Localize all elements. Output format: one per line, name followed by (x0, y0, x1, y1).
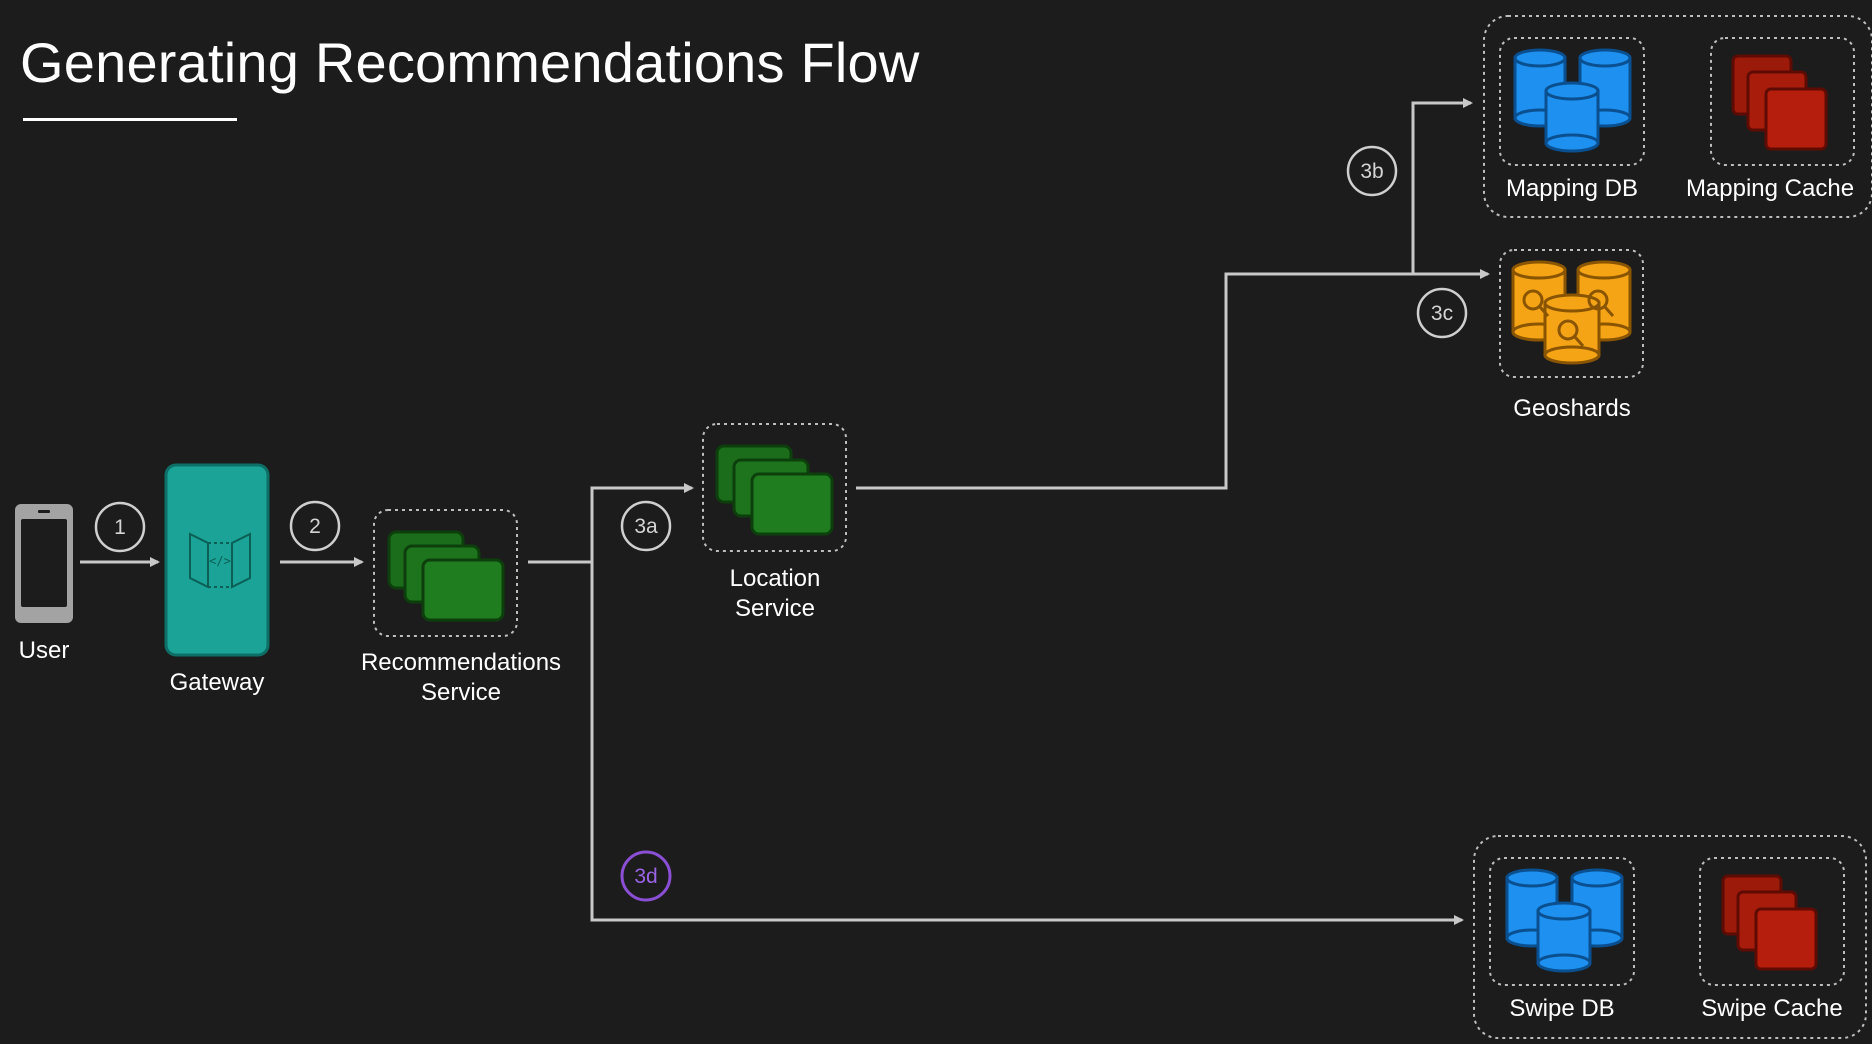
swipe-db-label: Swipe DB (1509, 995, 1615, 1022)
server-stack-icon (387, 530, 505, 622)
mapping-db-frame (1499, 37, 1645, 166)
geoshards-frame (1499, 249, 1644, 378)
mapping-cache-label: Mapping Cache (1685, 175, 1855, 202)
arrow-recommendations-location (528, 483, 694, 564)
database-cluster-icon (1513, 48, 1632, 153)
mobile-phone-icon (15, 504, 73, 623)
svg-text:</>: </> (209, 554, 231, 568)
svg-text:3c: 3c (1431, 302, 1453, 325)
swipe-group-frame (1473, 835, 1867, 1039)
svg-text:3d: 3d (634, 865, 657, 888)
database-cluster-icon (1505, 868, 1624, 973)
title-underline (23, 118, 237, 121)
arrow-location-mapping (1411, 98, 1473, 274)
mapping-cache-frame (1710, 37, 1855, 166)
gateway-label: Gateway (169, 669, 265, 696)
location-service-label-line1: Location (729, 565, 821, 592)
cache-stack-icon (1731, 54, 1828, 151)
step-badge-3c: 3c (1416, 287, 1468, 339)
swipe-db-frame (1489, 857, 1635, 986)
api-gateway-icon: </> (164, 463, 270, 657)
location-service-label-line2: Service (734, 595, 816, 622)
recommendations-service-label-line2: Service (420, 679, 502, 706)
location-service-label: Location Service (695, 564, 855, 624)
page-title: Generating Recommendations Flow (20, 31, 920, 94)
cache-stack-icon (1721, 874, 1818, 971)
arrow-location-geoshards (856, 269, 1490, 490)
geoshards-label: Geoshards (1513, 395, 1631, 422)
server-stack-icon (715, 444, 834, 536)
svg-text:3a: 3a (634, 515, 658, 538)
step-badge-1: 1 (94, 501, 146, 553)
user-label: User (18, 637, 70, 664)
swipe-cache-frame (1699, 857, 1845, 986)
recommendations-service-label-line1: Recommendations (360, 649, 562, 676)
arrow-recommendations-swipe (590, 562, 1464, 925)
geoshard-search-icon (1511, 260, 1632, 365)
svg-text:2: 2 (309, 515, 321, 538)
step-badge-3b: 3b (1346, 145, 1398, 197)
step-badge-3d: 3d (620, 850, 672, 902)
svg-text:1: 1 (114, 516, 126, 539)
recommendations-service-frame (373, 509, 518, 637)
mapping-group-frame (1483, 15, 1872, 218)
step-badge-2: 2 (289, 500, 341, 552)
swipe-cache-label: Swipe Cache (1701, 995, 1843, 1022)
svg-text:3b: 3b (1360, 160, 1383, 183)
recommendations-service-label: Recommendations Service (341, 648, 581, 708)
location-service-frame (702, 423, 847, 552)
mapping-db-label: Mapping DB (1505, 175, 1639, 202)
step-badge-3a: 3a (620, 500, 672, 552)
